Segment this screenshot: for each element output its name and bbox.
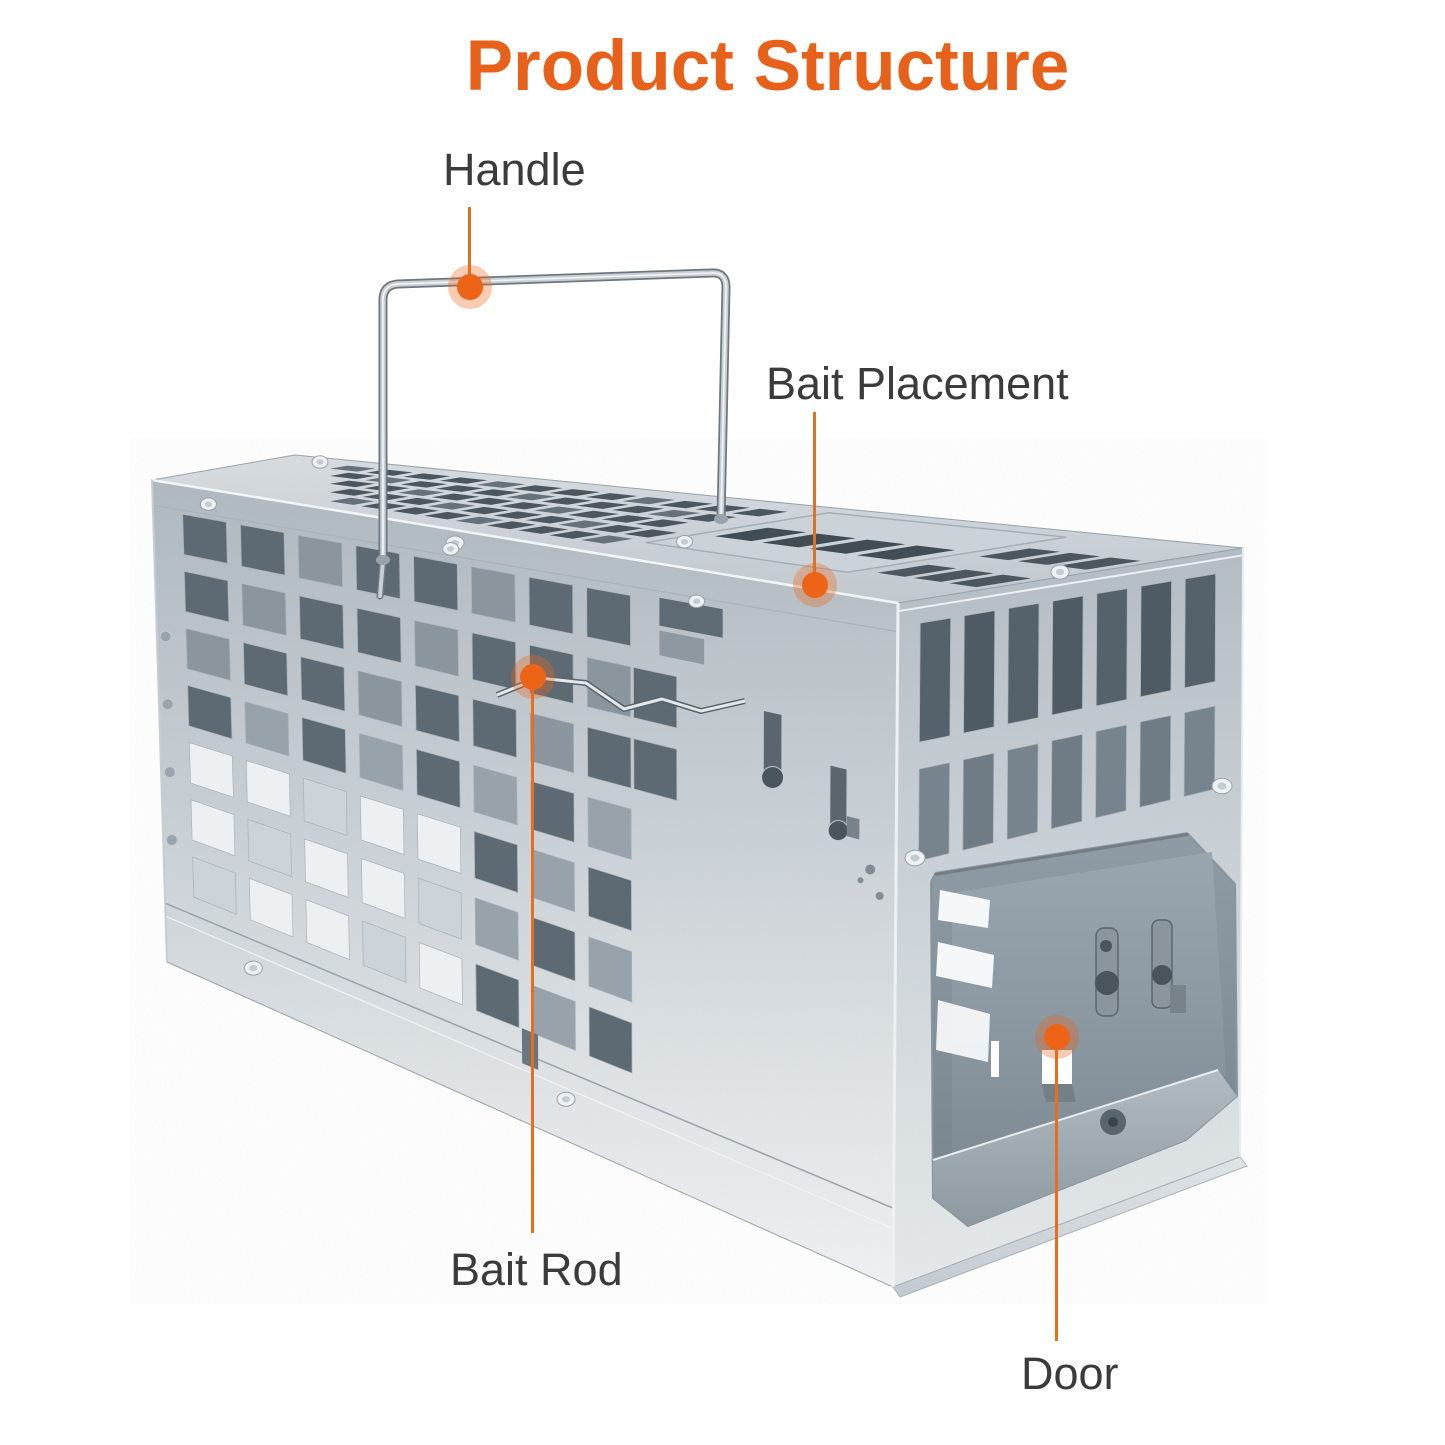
leader-line-handle <box>468 207 471 287</box>
label-door: Door <box>1021 1348 1119 1399</box>
page-title: Product Structure <box>465 27 1070 106</box>
leader-line-bait-rod <box>531 677 534 1233</box>
callout-dot-handle <box>457 274 483 300</box>
label-bait-placement: Bait Placement <box>766 358 1069 409</box>
callout-dot-bait-rod <box>520 664 546 690</box>
leader-line-bait-placement <box>813 412 816 585</box>
label-handle: Handle <box>443 144 586 195</box>
leader-line-door <box>1055 1037 1058 1341</box>
label-bait-rod: Bait Rod <box>450 1244 623 1295</box>
callout-dot-door <box>1044 1024 1070 1050</box>
callout-dot-bait-placement <box>802 572 828 598</box>
